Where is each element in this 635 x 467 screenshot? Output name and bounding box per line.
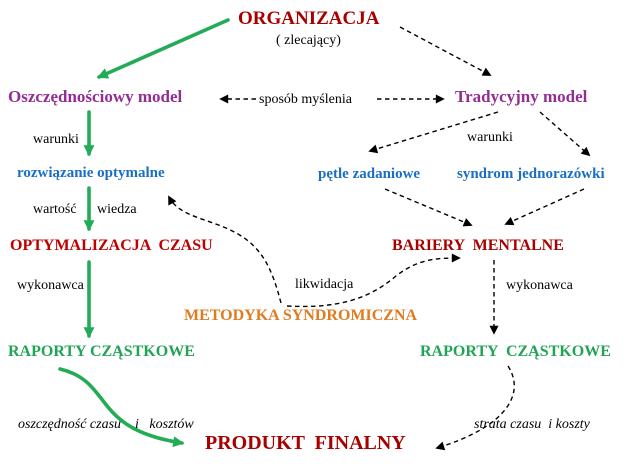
node-syndrom-jednorazowki: syndrom jednorazówki [457, 166, 605, 182]
edge-label-sposob-myslenia: sposób myślenia [259, 92, 352, 107]
edge-label-wartosc: wartość [33, 202, 77, 217]
node-metodyka-syndromiczna: METODYKA SYNDROMICZNA [184, 307, 418, 324]
node-raporty-czastkowe-right: RAPORTY CZĄSTKOWE [420, 343, 611, 360]
edge-label-oszczednosc: oszczędność czasu i kosztów [18, 417, 194, 432]
node-bariery-mentalne: BARIERY MENTALNE [392, 237, 564, 254]
edge-label-likwidacja: likwidacja [295, 277, 354, 292]
node-rozwiazanie-optymalne: rozwiązanie optymalne [17, 165, 165, 181]
node-optymalizacja-czasu: OPTYMALIZACJA CZASU [10, 237, 213, 254]
arrow-raporty-right-to-produkt [435, 365, 515, 451]
edge-label-warunki-right: warunki [467, 130, 513, 145]
arrow-metodyka-to-bariery [286, 253, 461, 308]
arrow-tradycyjny-to-syndrom [539, 111, 591, 157]
node-petle-zadaniowe: pętle zadaniowe [318, 166, 421, 182]
arrow-metodyka-to-rozwiazanie [168, 195, 282, 304]
arrow-tradycyjny-to-petle [368, 111, 499, 154]
edge-label-wykonawca-left: wykonawca [17, 278, 84, 293]
arrow-organizacja-to-tradycyjny [399, 26, 492, 76]
node-oszczednosciowy-model: Oszczędnościowy model [8, 87, 183, 106]
node-raporty-czastkowe-left: RAPORTY CZĄSTKOWE [8, 343, 195, 360]
node-organizacja: ORGANIZACJA [238, 8, 380, 29]
arrow-raporty-left-to-produkt [58, 367, 185, 448]
edge-label-wiedza: wiedza [97, 202, 137, 217]
arrow-organizacja-to-oszczednosciowy [96, 18, 230, 79]
node-tradycyjny-model: Tradycyjny model [455, 87, 588, 106]
arrow-petle-to-bariery [384, 188, 473, 227]
node-zlecajacy: ( zlecający) [276, 33, 341, 48]
arrow-syndrom-to-bariery [504, 188, 585, 226]
edge-label-wykonawca-right: wykonawca [506, 278, 573, 293]
node-produkt-finalny: PRODUKT FINALNY [205, 432, 406, 454]
edge-label-warunki-left: warunki [33, 132, 79, 147]
edge-label-strata: strata czasu i koszty [474, 417, 590, 432]
